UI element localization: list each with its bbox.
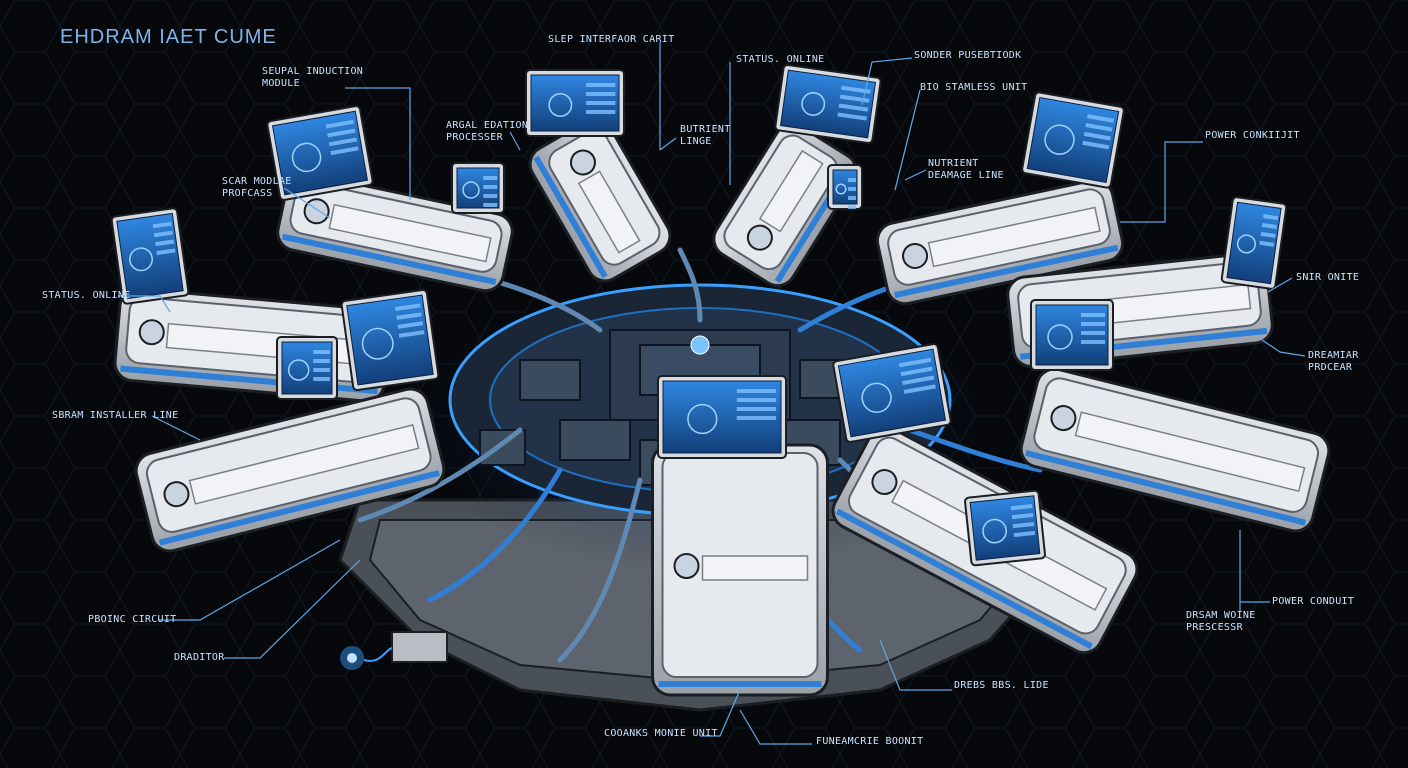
coolant-cable [357, 427, 523, 523]
monitor-screen [340, 288, 440, 392]
label-dream-wave-processor: DRSAM WOINE PRESCESSR [1186, 610, 1256, 633]
sleeper-head [163, 481, 190, 508]
monitor-screen [774, 64, 882, 144]
monitor-screen [827, 164, 863, 210]
sleep-pod [276, 171, 514, 293]
label-status-online-right: SNIR ONITE [1296, 272, 1360, 283]
monitor-screen [832, 343, 952, 443]
coolant-cable [677, 247, 703, 323]
sleep-pod [528, 117, 672, 283]
label-nutrient-line: BUTRIENT LINGE [680, 124, 731, 147]
sleeper-head [871, 469, 898, 496]
label-neural-induction-module: SEUPAL INDUCTION MODULE [262, 66, 364, 89]
portable-emitter [340, 631, 448, 670]
diagram-title: EHDRAM IAET CUME [60, 26, 277, 48]
monitor-screen [110, 207, 190, 305]
label-dream-pulse-cable: DREBS BBS. LIDE [954, 680, 1049, 691]
coolant-cable [427, 467, 563, 603]
label-bio-stabilizer-unit: BIO STAMLESS UNIT [920, 82, 1028, 93]
label-phonic-circuit: PBOINC CIRCUIT [88, 614, 177, 625]
callout-leader-lines [118, 42, 1306, 745]
sleep-pod [1019, 367, 1331, 533]
monitor-screen [1030, 299, 1114, 371]
sleeper-head [138, 319, 165, 346]
label-dream-module: DREAMIAR PRDCEAR [1308, 350, 1359, 373]
sleep-pod [134, 387, 446, 553]
monitor-screen [266, 105, 374, 201]
sleeper-head [673, 553, 700, 579]
label-power-conduit-top-right: POWER CONKIIJIT [1205, 130, 1300, 141]
monitor-screen [525, 69, 625, 137]
label-nutrient-dispenser: NUTRIENT DEAMAGE LINE [928, 158, 1004, 181]
machinery-block [479, 429, 526, 466]
monitor-screen [964, 489, 1046, 567]
sleep-pod [875, 178, 1125, 306]
label-status-online-top: STATUS. ONLINE [736, 54, 825, 65]
monitor-screen [451, 162, 505, 214]
label-status-online-left: STATUS. ONLINE [42, 290, 131, 301]
label-sensor-installer-line: SBRAM INSTALLER LINE [52, 410, 179, 421]
label-neural-processor: ARGAL EDATION PROCESSER [446, 120, 529, 143]
coolant-cable [557, 477, 643, 663]
label-dream-router: DRADITOR [174, 652, 225, 663]
sleeper-head [902, 242, 929, 269]
sleeper-head [1050, 405, 1077, 432]
label-sleep-interface-cart: SLEP INTERFAOR CARIT [548, 34, 675, 45]
machinery-block [519, 359, 581, 401]
monitor-screen [657, 375, 787, 459]
sleep-pod [651, 443, 829, 697]
status-monitors [110, 64, 1288, 567]
machinery-block [559, 419, 631, 461]
label-power-conduit-bottom-right: POWER CONDUIT [1272, 596, 1355, 607]
sleeper-head [746, 224, 773, 251]
label-sensor-module-left: SCAR MODLAE PROFCASS [222, 176, 292, 199]
label-cooling-module: COOANKS MONIE UNIT [604, 728, 718, 739]
label-sensor-processor-top: SONDER PUSEBTIODK [914, 50, 1022, 61]
monitor-screen [1021, 91, 1125, 189]
sleeper-head [569, 149, 596, 176]
label-fluid-feed-monitor: FUNEAMCRIE BOONIT [816, 736, 924, 747]
monitor-screen [276, 336, 338, 400]
monitor-screen [1220, 196, 1288, 290]
